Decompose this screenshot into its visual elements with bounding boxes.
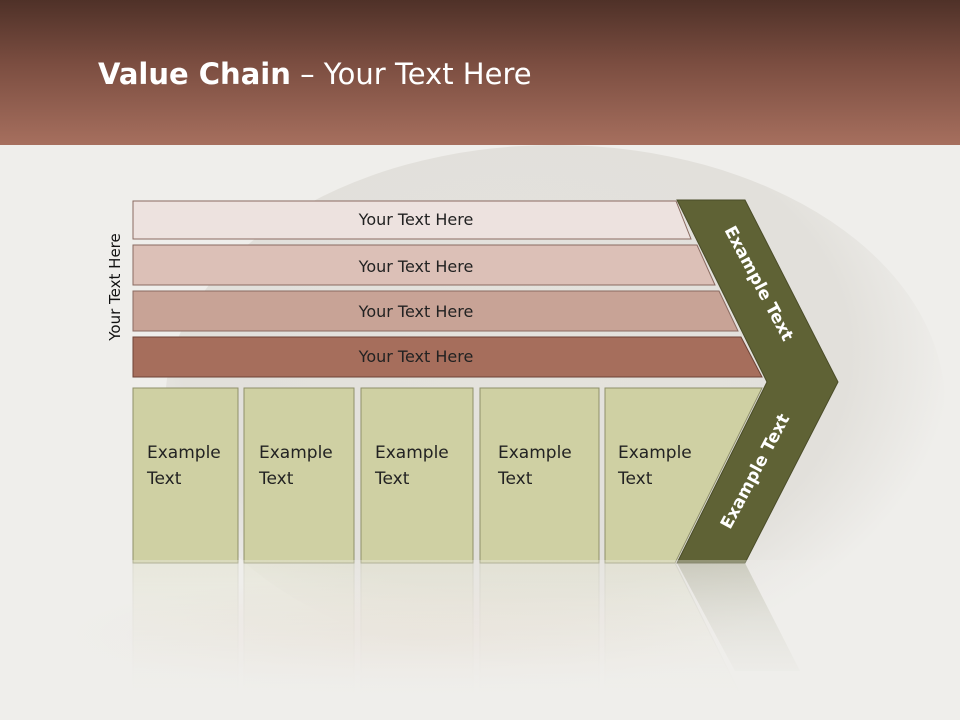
support-row-label: Your Text Here xyxy=(358,210,474,229)
primary-box-line2: Text xyxy=(374,469,410,489)
primary-boxes: Example Text Example Text Example Text E… xyxy=(132,387,763,564)
header-band xyxy=(0,0,960,145)
support-row-label: Your Text Here xyxy=(358,257,474,276)
primary-box-line1: Example xyxy=(618,443,692,463)
support-row: Your Text Here xyxy=(132,200,692,240)
support-rows: Your Text Here Your Text Here Your Text … xyxy=(132,200,763,378)
slide-title: Value Chain – Your Text Here xyxy=(98,54,532,94)
primary-box-line1: Example xyxy=(498,443,572,463)
reflection xyxy=(132,562,800,720)
primary-box-line2: Text xyxy=(146,469,182,489)
primary-box-line1: Example xyxy=(375,443,449,463)
primary-box: Example Text xyxy=(360,387,474,564)
primary-box-shape xyxy=(243,387,355,564)
support-row-shape xyxy=(132,244,716,286)
primary-box: Example Text xyxy=(479,387,600,564)
primary-box-shape xyxy=(479,387,600,564)
support-row: Your Text Here xyxy=(132,290,739,332)
title-bold: Value Chain xyxy=(98,57,291,91)
support-row-label: Your Text Here xyxy=(358,302,474,321)
primary-box: Example Text xyxy=(243,387,355,564)
primary-box-shape xyxy=(360,387,474,564)
title-rest: – Your Text Here xyxy=(290,57,532,91)
support-row: Your Text Here xyxy=(132,244,716,286)
primary-box: Example Text xyxy=(132,387,239,564)
primary-box-line2: Text xyxy=(617,469,653,489)
primary-box-line1: Example xyxy=(259,443,333,463)
primary-box-line2: Text xyxy=(258,469,294,489)
support-row: Your Text Here xyxy=(132,336,763,378)
primary-box-shape xyxy=(132,387,239,564)
primary-box-line1: Example xyxy=(147,443,221,463)
primary-box-line2: Text xyxy=(497,469,533,489)
support-row-shape xyxy=(132,336,763,378)
support-row-label: Your Text Here xyxy=(358,347,474,366)
support-row-shape xyxy=(132,200,692,240)
support-row-shape xyxy=(132,290,739,332)
